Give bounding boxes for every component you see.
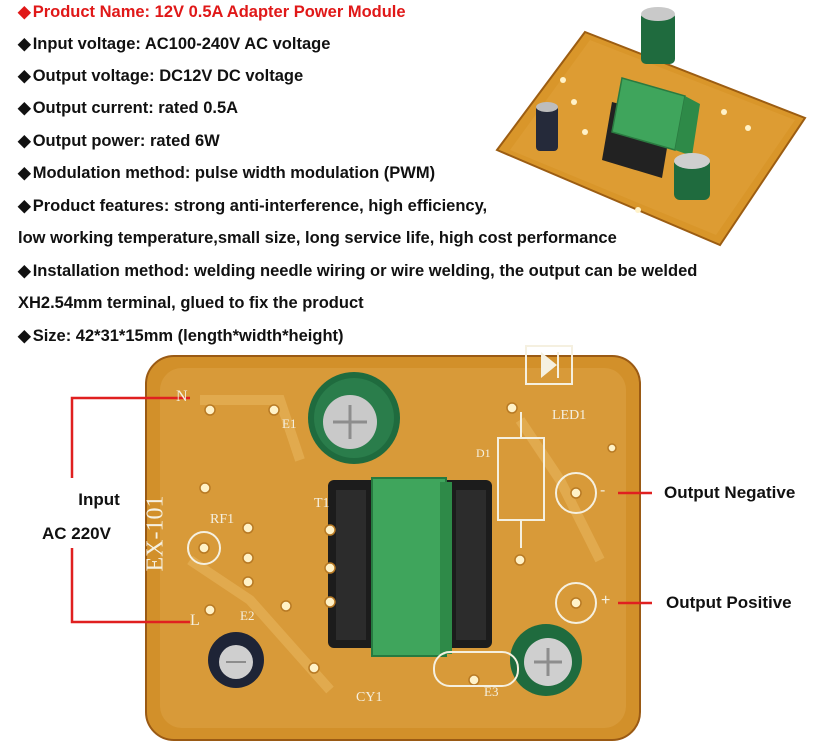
diamond-bullet-icon: ◆ bbox=[18, 99, 31, 117]
small-pads bbox=[560, 77, 751, 213]
diamond-bullet-icon: ◆ bbox=[18, 197, 31, 215]
output-positive-label: Output Positive bbox=[666, 593, 792, 612]
spec-features-cont: low working temperature,small size, long… bbox=[18, 229, 617, 247]
product-photo-small bbox=[495, 7, 807, 247]
small-transformer bbox=[602, 77, 700, 178]
silk-rf1: RF1 bbox=[210, 512, 235, 527]
small-capacitor-top bbox=[641, 7, 675, 64]
input-ac-label: AC 220V bbox=[42, 524, 111, 543]
spec-installation-cont: XH2.54mm terminal, glued to fix the prod… bbox=[18, 294, 364, 312]
small-capacitor-left bbox=[536, 102, 558, 151]
small-capacitor-bottom bbox=[674, 153, 710, 200]
diamond-bullet-icon: ◆ bbox=[18, 262, 31, 280]
output-wires bbox=[618, 491, 652, 605]
terminal-circles bbox=[187, 472, 597, 624]
silk-e1: E1 bbox=[282, 416, 297, 431]
silk-t1: T1 bbox=[314, 496, 330, 511]
diamond-bullet-icon: ◆ bbox=[18, 327, 31, 345]
spec-installation: ◆Installation method: welding needle wir… bbox=[18, 262, 698, 280]
diamond-bullet-icon: ◆ bbox=[18, 67, 31, 85]
silk-d1: D1 bbox=[476, 446, 491, 460]
spec-size: ◆Size: 42*31*15mm (length*width*height) bbox=[18, 327, 344, 345]
spec-output-power: ◆Output power: rated 6W bbox=[18, 132, 220, 150]
spec-features: ◆Product features: strong anti-interfere… bbox=[18, 197, 488, 215]
spec-modulation: ◆Modulation method: pulse width modulati… bbox=[18, 164, 436, 182]
output-negative-label: Output Negative bbox=[664, 483, 796, 502]
cy1-outline bbox=[433, 651, 519, 687]
silk-led1: LED1 bbox=[552, 408, 587, 423]
silk-plus: + bbox=[601, 592, 611, 609]
spec-output-current: ◆Output current: rated 0.5A bbox=[18, 99, 239, 117]
product-name: ◆Product Name: 12V 0.5A Adapter Power Mo… bbox=[18, 3, 406, 21]
led1-symbol bbox=[525, 345, 573, 385]
pcb-pads bbox=[199, 402, 617, 686]
silk-model: EX-101 bbox=[142, 495, 169, 572]
silk-e2: E2 bbox=[240, 608, 255, 623]
diamond-bullet-icon: ◆ bbox=[18, 35, 31, 53]
silk-n: N bbox=[176, 388, 188, 405]
diamond-bullet-icon: ◆ bbox=[18, 132, 31, 150]
input-label: Input bbox=[78, 490, 120, 509]
spec-output-voltage: ◆Output voltage: DC12V DC voltage bbox=[18, 67, 304, 85]
silk-e3: E3 bbox=[484, 684, 499, 699]
silk-l: L bbox=[190, 612, 200, 629]
capacitor-e2 bbox=[208, 632, 264, 688]
silk-minus: - bbox=[600, 482, 606, 499]
spec-input-voltage: ◆Input voltage: AC100-240V AC voltage bbox=[18, 35, 331, 53]
transformer-t1 bbox=[328, 477, 492, 657]
input-wires bbox=[70, 396, 190, 624]
capacitor-e1 bbox=[308, 372, 400, 464]
silk-cy1: CY1 bbox=[356, 690, 383, 705]
diode-d1-outline bbox=[497, 412, 545, 548]
capacitor-e3 bbox=[510, 624, 582, 696]
diamond-bullet-icon: ◆ bbox=[18, 3, 31, 21]
terminal-centers bbox=[198, 487, 582, 609]
diamond-bullet-icon: ◆ bbox=[18, 164, 31, 182]
